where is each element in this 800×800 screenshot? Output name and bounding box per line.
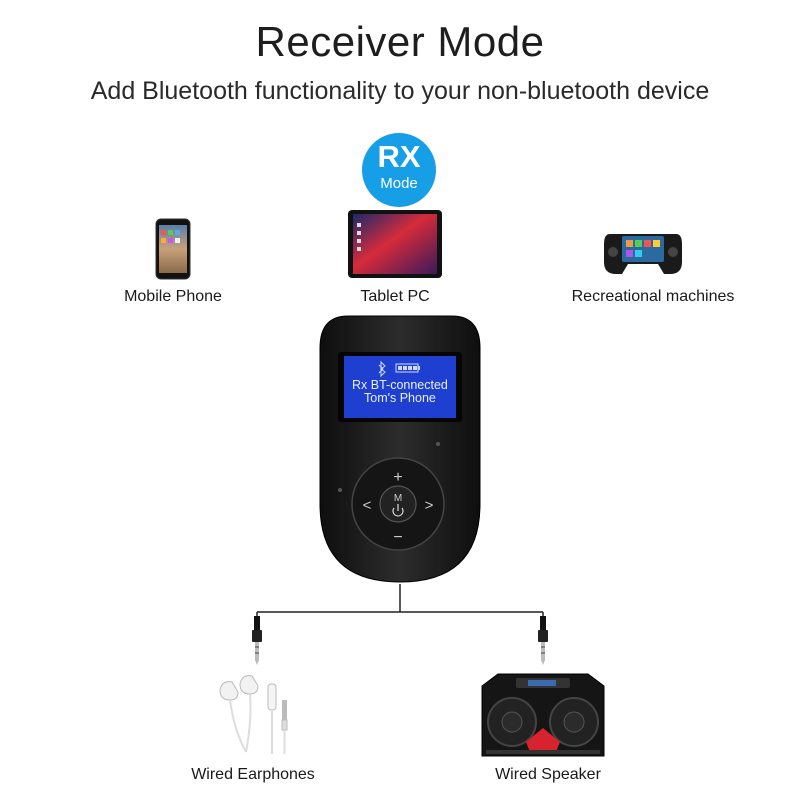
page-title: Receiver Mode (255, 18, 545, 65)
screen-device-name: Tom's Phone (364, 391, 436, 405)
aux-jack-right-icon (538, 616, 548, 665)
tablet-icon (348, 210, 442, 278)
badge-mode-text: Mode (380, 175, 418, 192)
previous-button[interactable]: < (363, 497, 372, 514)
source-label-recreational-machines: Recreational machines (571, 288, 735, 305)
connection-lines (256, 584, 544, 624)
source-label-tablet-pc: Tablet PC (360, 288, 430, 305)
speaker-icon (481, 673, 605, 757)
output-label-wired-speaker: Wired Speaker (495, 766, 601, 783)
bluetooth-receiver-device: Rx BT-connected Tom's Phone + − < > M (319, 315, 481, 583)
rx-mode-badge: RX Mode (362, 133, 436, 207)
screen-status-text: Rx BT-connected (352, 378, 448, 392)
next-button[interactable]: > (425, 497, 434, 514)
volume-up-button[interactable]: + (393, 469, 402, 486)
volume-down-button[interactable]: − (393, 529, 402, 546)
mode-button-label: M (394, 493, 402, 504)
power-icon (392, 504, 404, 517)
battery-icon (395, 363, 420, 373)
earphones-icon (219, 675, 288, 754)
smartphone-icon (155, 218, 191, 280)
bluetooth-status-icon (378, 360, 386, 378)
output-label-wired-earphones: Wired Earphones (191, 766, 315, 783)
source-label-mobile-phone: Mobile Phone (124, 288, 222, 305)
badge-rx-text: RX (377, 139, 421, 174)
page-subtitle: Add Bluetooth functionality to your non-… (90, 77, 710, 105)
game-console-icon (604, 234, 682, 274)
aux-jack-left-icon (252, 616, 262, 665)
